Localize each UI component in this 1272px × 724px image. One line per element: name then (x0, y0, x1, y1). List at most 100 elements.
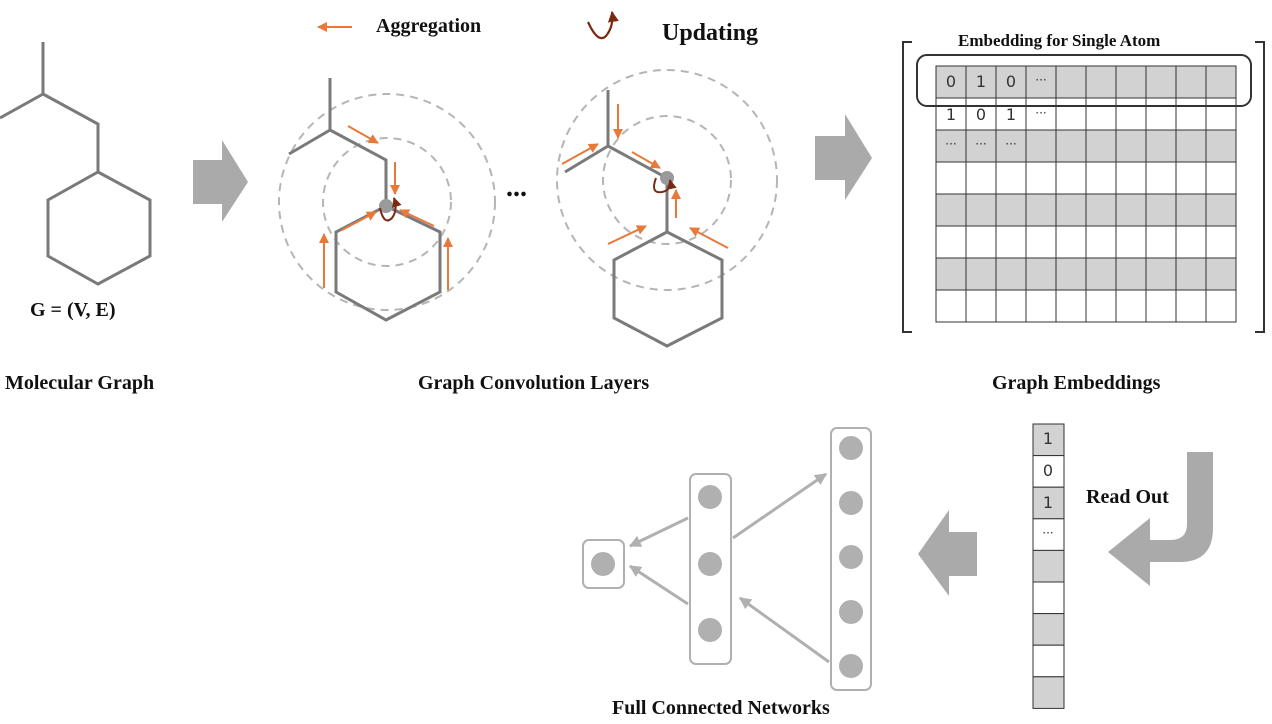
matrix-cell (1085, 65, 1117, 99)
matrix-cell-text: ··· (975, 137, 986, 151)
fcn-edge-arrow-icon (628, 564, 689, 606)
matrix-cell (995, 257, 1027, 291)
fcn-node (591, 552, 615, 576)
matrix-cell (935, 65, 967, 99)
matrix-cell (1115, 225, 1147, 259)
readout-vector: 1 0 1 ··· (1032, 423, 1065, 709)
flow-arrow-3-icon (918, 510, 977, 596)
graph-conv-label: Graph Convolution Layers (418, 372, 649, 394)
matrix-cell (1205, 225, 1237, 259)
matrix-cell (1085, 225, 1117, 259)
molecule-ring (612, 230, 724, 348)
matrix-cell (1085, 257, 1117, 291)
graph-formula: G = (V, E) (30, 299, 115, 321)
matrix-cell (1025, 97, 1057, 131)
aggregation-arrow-icon (561, 143, 599, 165)
matrix-cell-text: 0 (946, 72, 956, 91)
fcn-node (839, 600, 863, 624)
matrix-cell (935, 193, 967, 227)
fcn-node (839, 491, 863, 515)
matrix-cell-text: 0 (976, 105, 986, 124)
fcn-input-layer (830, 427, 872, 691)
vector-cell (1032, 549, 1065, 583)
matrix-cell (1055, 193, 1087, 227)
matrix-cell (965, 257, 997, 291)
fcn-network (582, 427, 872, 691)
matrix-cell (995, 225, 1027, 259)
matrix-cell-text: ··· (1035, 106, 1046, 120)
single-atom-highlight (916, 54, 1252, 107)
molecule-chain-lower (329, 128, 388, 206)
matrix-cell (965, 65, 997, 99)
matrix-cell (1145, 161, 1177, 195)
matrix-cell (965, 225, 997, 259)
matrix-cell (1175, 129, 1207, 163)
matrix-cell (995, 65, 1027, 99)
receptive-field-inner (322, 137, 452, 267)
read-out-label: Read Out (1086, 486, 1169, 508)
matrix-cell (1025, 129, 1057, 163)
matrix-cell (935, 257, 967, 291)
matrix-cell (1055, 161, 1087, 195)
receptive-field-outer (278, 93, 496, 311)
molecule-ring (334, 204, 442, 322)
receptive-field-outer (556, 69, 778, 291)
aggregation-arrow-icon (689, 227, 729, 249)
matrix-cell (1025, 257, 1057, 291)
matrix-cell (1115, 97, 1147, 131)
matrix-cell (1175, 225, 1207, 259)
matrix-cell (1145, 193, 1177, 227)
graph-embeddings-label: Graph Embeddings (992, 372, 1161, 394)
matrix-cell (1055, 289, 1087, 323)
matrix-cell (995, 289, 1027, 323)
matrix-cell (1085, 129, 1117, 163)
matrix-cell (1205, 161, 1237, 195)
matrix-cell (1145, 129, 1177, 163)
matrix-cell (1175, 193, 1207, 227)
matrix-cell (1085, 161, 1117, 195)
vector-grid (1032, 423, 1065, 709)
center-atom (660, 171, 674, 185)
flow-arrow-2-icon (815, 114, 872, 200)
aggregation-arrow-icon (341, 211, 377, 231)
matrix-cell (1055, 257, 1087, 291)
molecule-chain (0, 42, 45, 120)
vector-cell-text: 0 (1043, 461, 1053, 480)
aggregation-arrow-icon (347, 125, 379, 144)
matrix-cell (965, 161, 997, 195)
matrix-cell (1145, 65, 1177, 99)
matrix-cell (1205, 257, 1237, 291)
matrix-cell (995, 97, 1027, 131)
matrix-cell (1115, 65, 1147, 99)
matrix-cell (1205, 65, 1237, 99)
matrix-cell (1055, 65, 1087, 99)
matrix-cell (1175, 257, 1207, 291)
matrix-cell (965, 193, 997, 227)
matrix-cell (995, 129, 1027, 163)
matrix-cell-text: 0 (1006, 72, 1016, 91)
right-bracket (1255, 41, 1265, 333)
fcn-edge-arrow-icon (739, 596, 830, 664)
vector-cell (1032, 455, 1065, 488)
updating-legend-label: Updating (662, 20, 758, 46)
matrix-cell (1205, 129, 1237, 163)
matrix-cell (935, 289, 967, 323)
aggregation-arrow-icon (631, 151, 661, 169)
updating-arrow-icon (653, 177, 677, 194)
matrix-cell (1145, 225, 1177, 259)
aggregation-legend-label: Aggregation (376, 15, 481, 37)
conv-layer-1 (278, 78, 496, 322)
matrix-grid (935, 65, 1237, 323)
fcn-node (698, 618, 722, 642)
matrix-cell-text: 1 (1006, 105, 1016, 124)
fcn-node (698, 485, 722, 509)
matrix-cell (1025, 225, 1057, 259)
fcn-label: Full Connected Networks (612, 697, 830, 719)
vector-cell (1032, 423, 1065, 457)
vector-cell-text: 1 (1043, 493, 1053, 512)
fcn-node (839, 545, 863, 569)
fcn-edge-arrow-icon (628, 516, 689, 548)
molecular-graph-label: Molecular Graph (5, 372, 154, 394)
molecular-graph: G = (V, E) (0, 42, 152, 321)
vector-cell-text: ··· (1042, 526, 1053, 540)
